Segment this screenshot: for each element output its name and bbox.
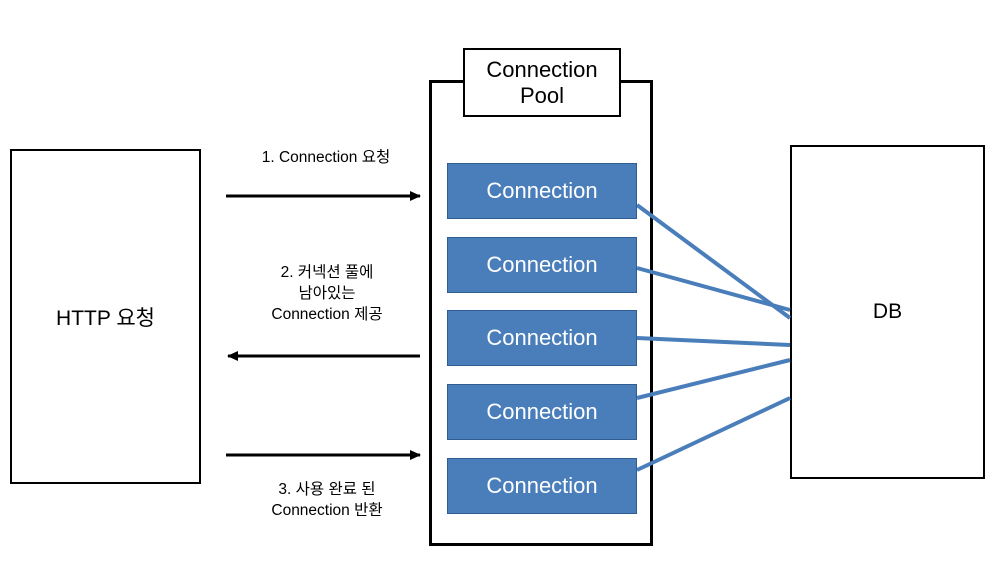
connection-item-2-label: Connection bbox=[486, 252, 598, 277]
connection-item-5-label: Connection bbox=[486, 473, 598, 498]
http-request-label: HTTP 요청 bbox=[56, 306, 155, 330]
db-label: DB bbox=[872, 300, 903, 323]
link-connection-4-to-db bbox=[636, 358, 791, 400]
link-connection-2-to-db bbox=[636, 266, 791, 312]
link-connection-3-to-db bbox=[636, 336, 791, 347]
connection-item-4-label: Connection bbox=[486, 399, 598, 424]
connection-pool-title-line2: Pool bbox=[519, 82, 565, 108]
connection-item-1-label: Connection bbox=[486, 178, 598, 203]
connection-item-3: Connection bbox=[447, 310, 637, 366]
arrow-request-label: 1. Connection 요청 bbox=[261, 149, 391, 166]
arrow-provide-label: 2. 커넥션 풀에 남아있는 Connection 제공 bbox=[271, 264, 383, 323]
link-connection-1-to-db bbox=[635, 203, 792, 320]
connection-item-2: Connection bbox=[447, 237, 637, 293]
connection-item-4: Connection bbox=[447, 384, 637, 440]
connection-item-5: Connection bbox=[447, 458, 637, 514]
connection-item-3-label: Connection bbox=[486, 325, 598, 350]
link-connection-5-to-db bbox=[636, 396, 791, 472]
connection-pool-title-line1: Connection bbox=[486, 57, 598, 83]
http-request-node: HTTP 요청 bbox=[10, 149, 201, 484]
db-node: DB bbox=[790, 145, 985, 479]
connection-pool-title: Connection Pool bbox=[463, 48, 621, 117]
arrow-return-label: 3. 사용 완료 된 Connection 반환 bbox=[271, 481, 383, 519]
connection-item-1: Connection bbox=[447, 163, 637, 219]
